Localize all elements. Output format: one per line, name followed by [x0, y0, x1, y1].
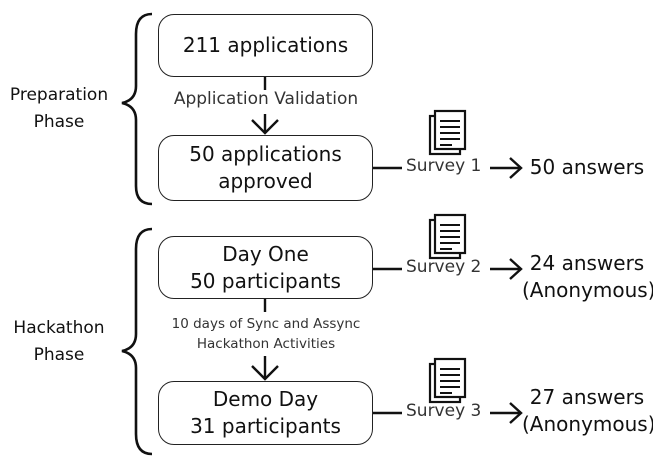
- application-validation-label: Application Validation: [173, 89, 359, 109]
- arrowhead-survey1: [509, 157, 523, 179]
- arrowhead-survey3: [509, 402, 523, 424]
- survey-2-label: Survey 2: [406, 257, 482, 277]
- arrowhead-survey2: [509, 258, 523, 280]
- survey-3-label: Survey 3: [406, 401, 482, 421]
- hackathon-brace: [121, 227, 153, 456]
- document-icon: [428, 213, 467, 260]
- survey-3-answers: 27 answers (Anonymous): [522, 385, 653, 436]
- survey-1-label: Survey 1: [406, 156, 482, 176]
- day-one-box: Day One 50 participants: [158, 236, 373, 299]
- demo-day-box: Demo Day 31 participants: [158, 381, 373, 445]
- document-icon: [428, 109, 467, 156]
- preparation-phase-label: Preparation Phase: [9, 85, 109, 132]
- document-icon: [428, 357, 467, 404]
- hackathon-phase-label: Hackathon Phase: [13, 318, 105, 365]
- preparation-brace: [121, 12, 153, 206]
- approved-box: 50 applications approved: [158, 135, 373, 201]
- applications-box: 211 applications: [158, 14, 373, 77]
- survey-2-answers: 24 answers (Anonymous): [522, 251, 653, 302]
- activities-label: 10 days of Sync and Assync Hackathon Act…: [171, 316, 361, 352]
- arrowhead-approved: [251, 119, 279, 135]
- arrowhead-demoday: [251, 365, 279, 381]
- survey-1-answers: 50 answers: [529, 155, 645, 179]
